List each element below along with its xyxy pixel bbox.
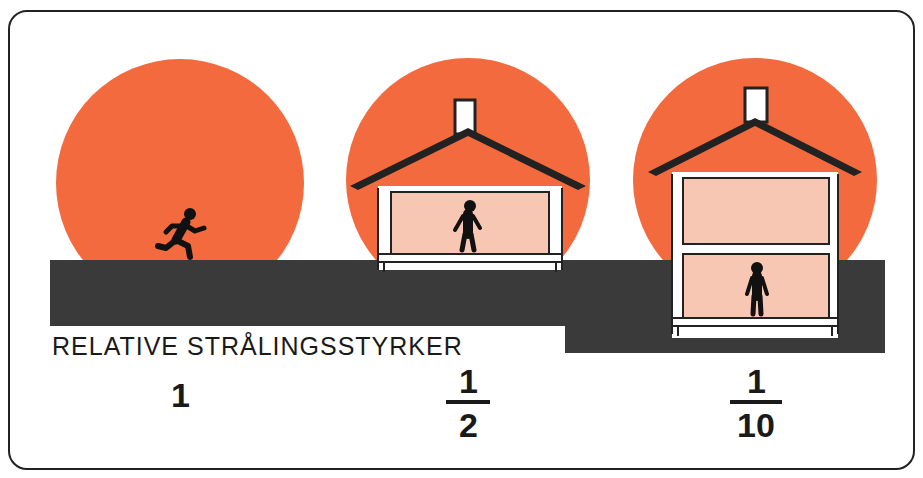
frame xyxy=(9,11,914,469)
two-storey-house xyxy=(648,88,862,338)
fraction-denominator: 10 xyxy=(737,408,775,442)
fraction-bar xyxy=(730,400,782,404)
fraction-denominator: 2 xyxy=(459,408,478,442)
strength-number: 1 xyxy=(171,378,190,412)
one-storey-house xyxy=(350,100,586,272)
fraction-numerator: 1 xyxy=(459,364,478,398)
fraction-numerator: 1 xyxy=(747,364,766,398)
radiation-circle xyxy=(346,58,590,302)
fraction-bar xyxy=(446,400,490,404)
caption-text: RELATIVE STRÅLINGSSTYRKER xyxy=(52,334,463,359)
running-person xyxy=(158,208,204,257)
